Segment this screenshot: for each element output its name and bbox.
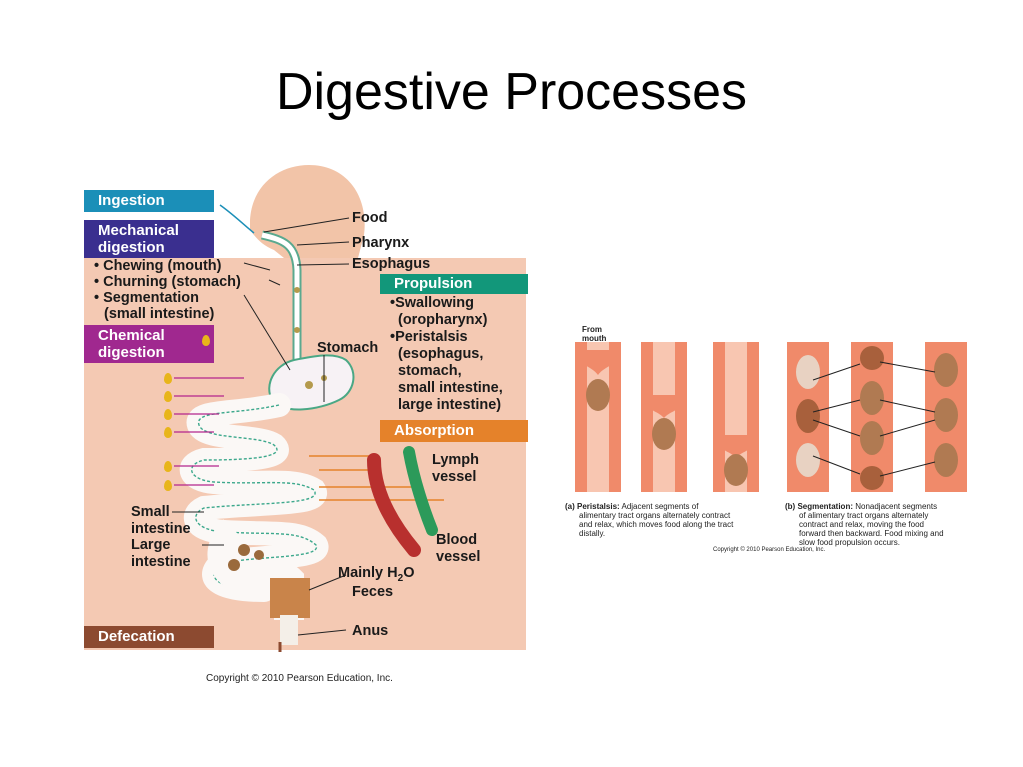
label-pharynx: Pharynx xyxy=(352,235,410,251)
label-blood-vessel: Blood vessel xyxy=(436,532,481,565)
enzyme-drop-icon xyxy=(164,427,172,438)
tract-segments-illustration xyxy=(575,342,967,492)
label-feces: Feces xyxy=(352,584,394,600)
label-from-mouth: From mouth xyxy=(582,325,607,343)
mechanical-item: • Churning (stomach) xyxy=(94,274,241,290)
caption-segmentation: (b) Segmentation: Nonadjacent segments o… xyxy=(785,502,944,547)
propulsion-item: (oropharynx) xyxy=(398,312,488,328)
enzyme-drop-icon xyxy=(164,373,172,384)
label-anus: Anus xyxy=(352,623,389,639)
peristalsis-tube-1 xyxy=(575,342,621,492)
large-intestine xyxy=(207,519,304,620)
mechanical-item: • Chewing (mouth) xyxy=(94,258,222,274)
peristalsis-segmentation-figure: From mouth (a) Peristalsis: Adjacent seg… xyxy=(555,320,975,560)
label-stomach: Stomach xyxy=(317,340,379,356)
propulsion-item: •Swallowing xyxy=(390,295,475,311)
tag-mechanical-digestion: Mechanical digestion xyxy=(84,220,214,258)
tag-ingestion: Ingestion xyxy=(84,190,214,212)
digestive-tract-illustration xyxy=(84,165,526,652)
blood-vessel xyxy=(367,453,421,557)
label-mainly-water: Mainly H2O xyxy=(338,565,415,584)
peristalsis-tube-2 xyxy=(641,342,687,492)
propulsion-item: stomach, xyxy=(398,363,462,379)
propulsion-item: small intestine, xyxy=(398,380,503,396)
propulsion-item: •Peristalsis xyxy=(390,329,468,345)
mechanical-item: • Segmentation xyxy=(94,290,199,306)
enzyme-drop-icon xyxy=(164,461,172,472)
propulsion-item: large intestine) xyxy=(398,397,502,413)
label-small-intestine: Small intestine xyxy=(131,504,191,537)
tag-defecation: Defecation xyxy=(84,626,214,648)
enzyme-drop-icon xyxy=(202,335,210,346)
rectum-feces xyxy=(270,578,310,618)
tag-propulsion: Propulsion xyxy=(380,274,528,294)
label-food: Food xyxy=(352,210,388,226)
enzyme-drop-icon xyxy=(164,480,172,491)
head-silhouette xyxy=(250,165,365,258)
peristalsis-tube-3 xyxy=(713,342,759,492)
lymph-vessel xyxy=(403,446,438,536)
segmentation-tubes xyxy=(787,342,967,492)
enzyme-drop-icon xyxy=(164,409,172,420)
label-lymph-vessel: Lymph vessel xyxy=(432,452,479,485)
enzyme-drop-icon xyxy=(164,391,172,402)
tag-chemical-digestion: Chemical digestion xyxy=(84,325,214,363)
label-large-intestine: Large intestine xyxy=(131,537,191,570)
copyright-right: Copyright © 2010 Pearson Education, Inc. xyxy=(713,547,826,553)
propulsion-item: (esophagus, xyxy=(398,346,484,362)
label-esophagus: Esophagus xyxy=(352,256,431,272)
digestive-process-figure: Ingestion Mechanical digestion Chemical … xyxy=(84,160,529,690)
mechanical-item: (small intestine) xyxy=(104,306,215,322)
slide-title: Digestive Processes xyxy=(275,63,748,121)
tag-absorption: Absorption xyxy=(380,420,528,442)
anus-canal xyxy=(280,615,298,645)
caption-peristalsis: (a) Peristalsis: Adjacent segments of al… xyxy=(565,502,734,538)
copyright-left: Copyright © 2010 Pearson Education, Inc. xyxy=(206,673,393,684)
